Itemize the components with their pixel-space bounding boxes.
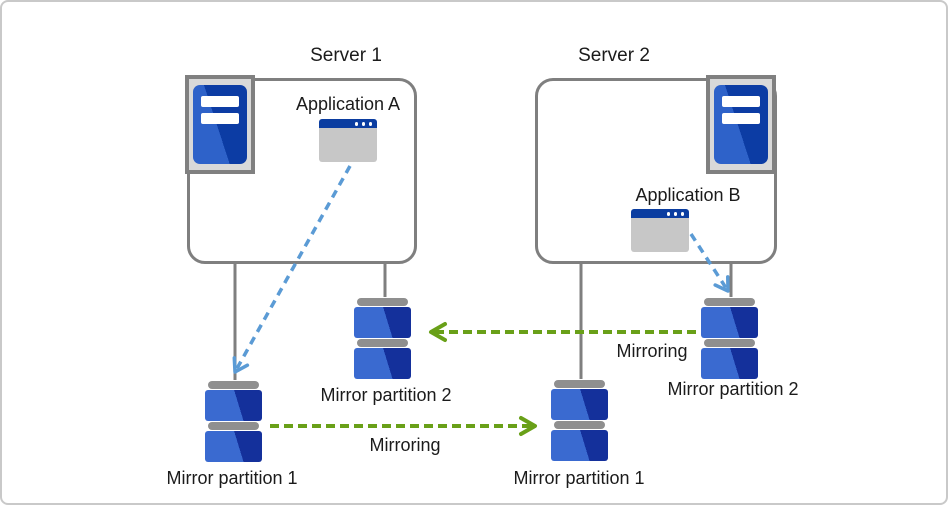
- application-b-label: Application B: [635, 185, 741, 205]
- server-tower-glyph: [193, 85, 247, 164]
- application-b-window-icon: [631, 209, 689, 252]
- server1-title: Server 1: [310, 45, 382, 66]
- server2-title: Server 2: [578, 45, 650, 66]
- server2-mirror-partition2-label: Mirror partition 2: [667, 379, 799, 399]
- server2-mirror-partition1-disk-icon: [551, 380, 608, 462]
- server1-mirror-partition2-label: Mirror partition 2: [320, 385, 452, 405]
- server2-mirror-partition1-label: Mirror partition 1: [513, 468, 645, 488]
- application-a-label: Application A: [295, 94, 401, 114]
- server2-tower-icon: [706, 75, 776, 174]
- server1-tower-icon: [185, 75, 255, 174]
- mirroring-label-bottom: Mirroring: [369, 435, 441, 455]
- server-tower-glyph: [714, 85, 768, 164]
- application-a-window-icon: [319, 119, 377, 162]
- mirroring-label-top: Mirroring: [616, 341, 688, 361]
- server1-mirror-partition2-disk-icon: [354, 298, 411, 380]
- server1-mirror-partition1-label: Mirror partition 1: [166, 468, 298, 488]
- server2-mirror-partition2-disk-icon: [701, 298, 758, 380]
- server1-mirror-partition1-disk-icon: [205, 381, 262, 463]
